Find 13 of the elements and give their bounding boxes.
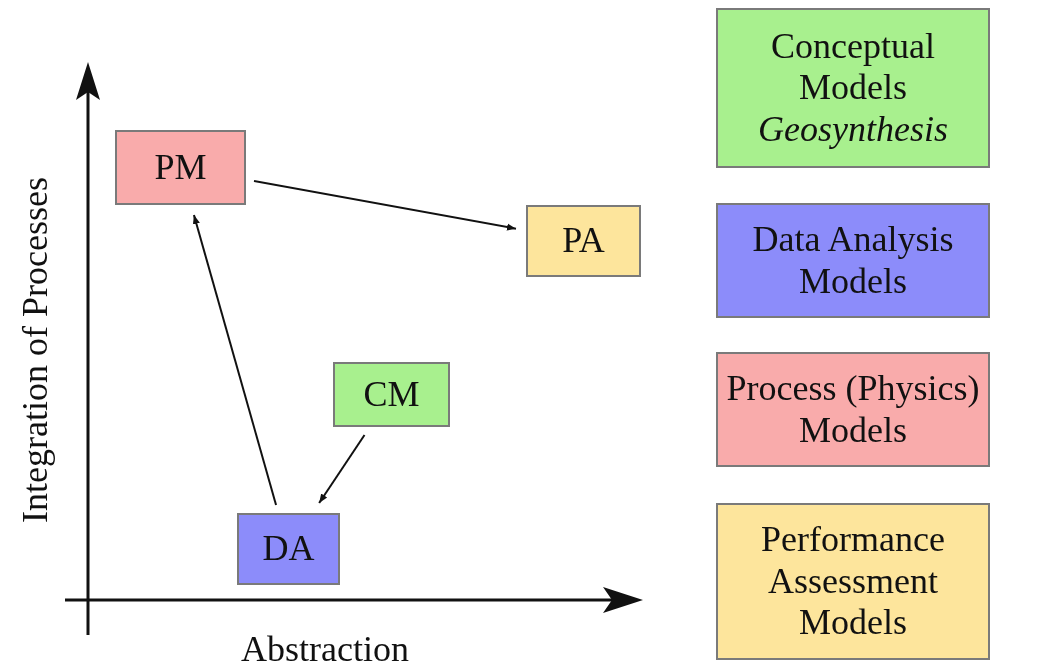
legend-text: Process (Physics) Models xyxy=(725,368,981,451)
legend-text: Data Analysis Models xyxy=(751,219,955,302)
legend-text: Conceptual Models Geosynthesis xyxy=(757,25,949,151)
model-box: PA xyxy=(526,205,641,277)
arrow xyxy=(318,434,366,504)
legend-text: Performance Assessment Models xyxy=(760,519,946,644)
axis-title: Integration of Processes xyxy=(14,177,56,523)
axis-title: Abstraction xyxy=(241,628,409,669)
model-box: DA xyxy=(237,513,340,585)
model-box: CM xyxy=(333,362,450,427)
model-box: PM xyxy=(115,130,246,205)
arrow xyxy=(192,214,278,506)
arrow xyxy=(253,179,517,231)
